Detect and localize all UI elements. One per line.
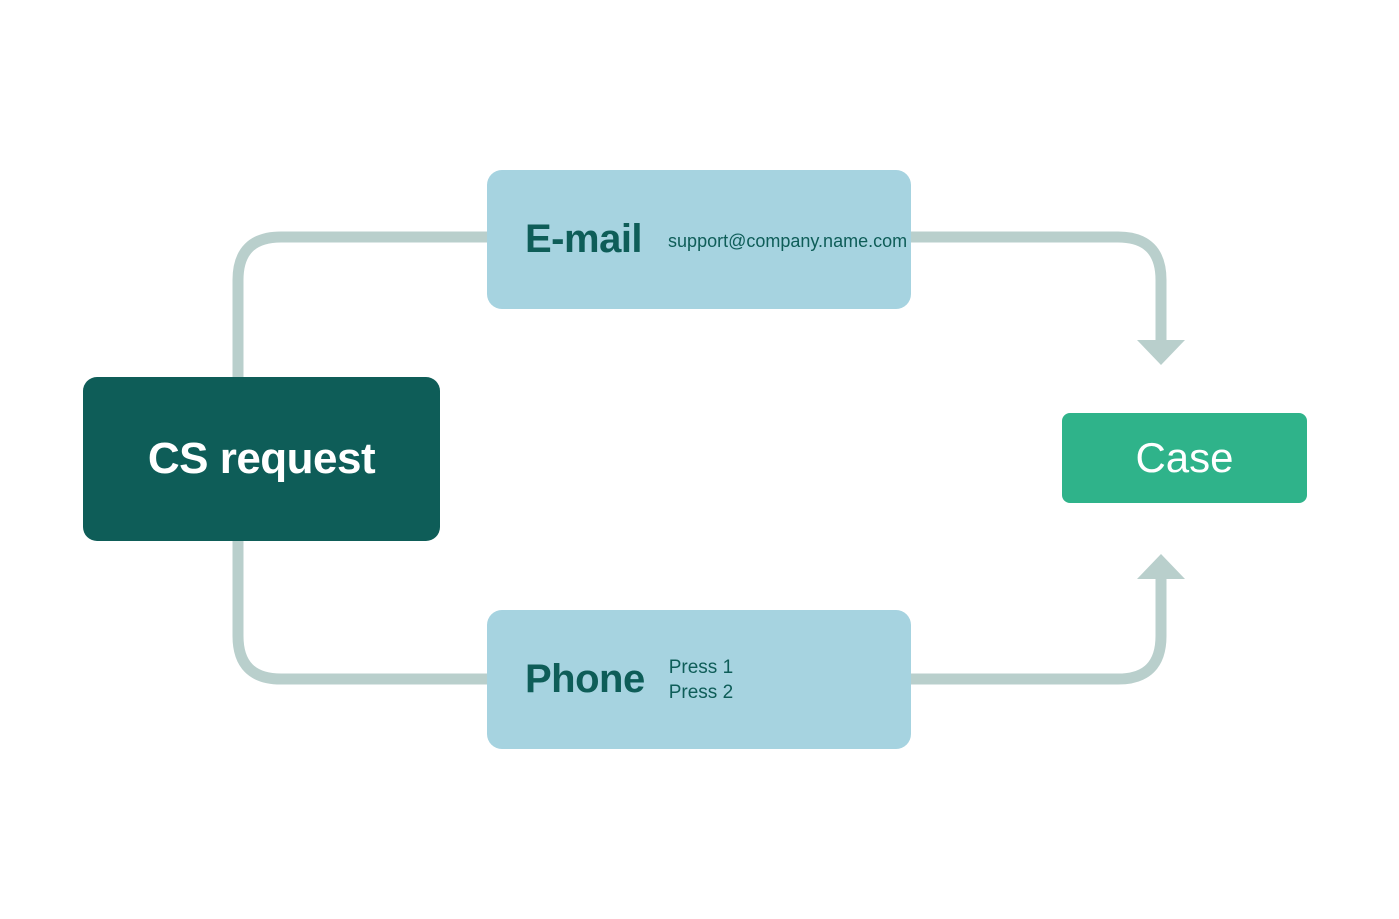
phone-label: Phone — [525, 657, 645, 701]
cs-request-label: CS request — [147, 434, 376, 483]
node-cs-request: CS request — [83, 377, 440, 541]
phone-option-1: Press 1 — [668, 656, 734, 678]
arrowhead-up-icon — [1137, 554, 1185, 579]
phone-option-2: Press 2 — [668, 681, 734, 703]
case-label: Case — [1135, 434, 1234, 481]
node-email: E-mail support@company.name.com — [487, 170, 911, 309]
node-case: Case — [1062, 413, 1307, 503]
arrowhead-down-icon — [1137, 340, 1185, 365]
node-phone: Phone Press 1 Press 2 — [487, 610, 911, 749]
connector-cs-to-email — [232, 231, 488, 378]
email-label: E-mail — [525, 217, 643, 261]
connector-cs-to-phone — [232, 541, 488, 685]
connector-email-to-case — [910, 231, 1167, 341]
phone-options: Press 1 Press 2 — [669, 655, 733, 705]
connector-phone-to-case — [910, 578, 1167, 685]
email-address: support@company.name.com — [668, 231, 908, 251]
